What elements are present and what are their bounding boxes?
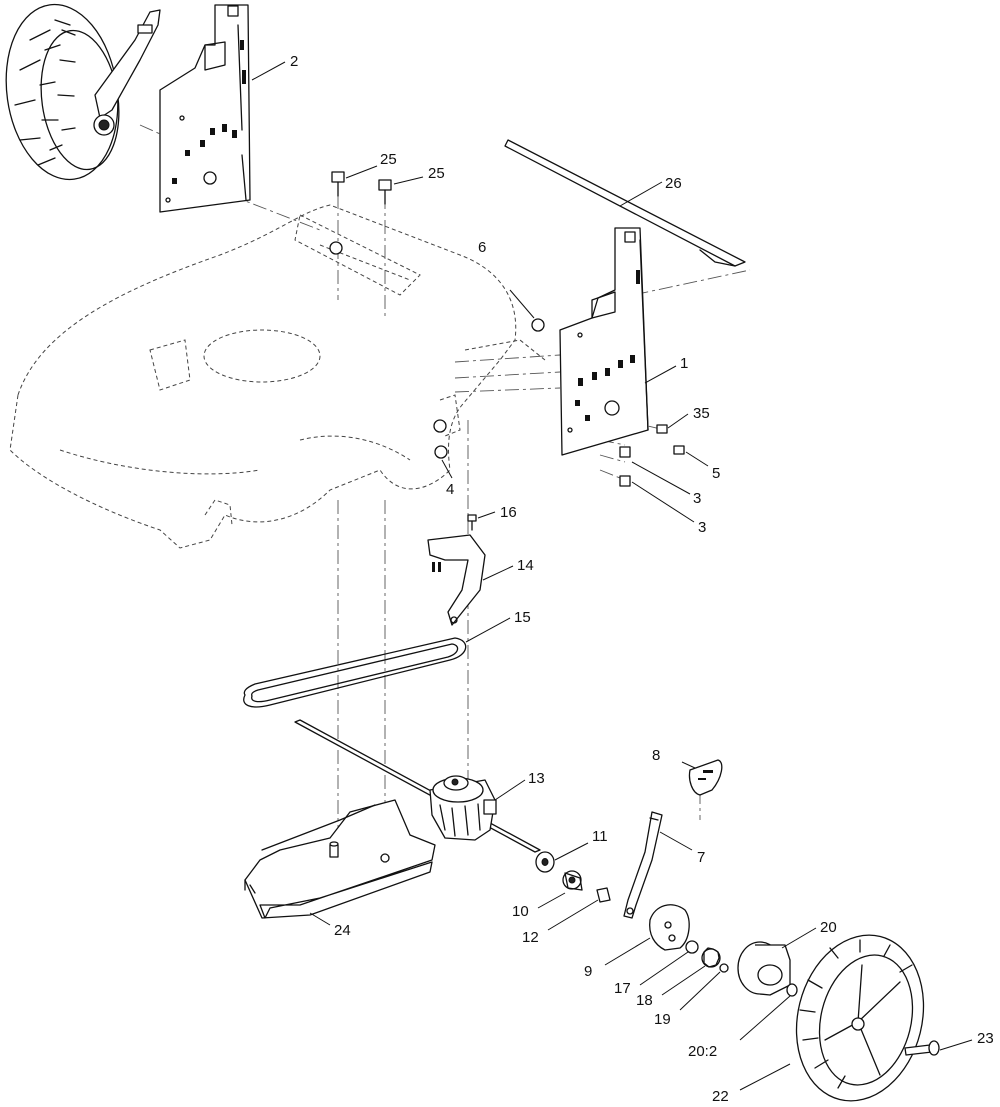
callout-4: 4	[446, 481, 454, 498]
callout-15: 15	[514, 609, 531, 626]
callout-14: 14	[517, 557, 534, 574]
part-15-drive-belt	[243, 637, 467, 708]
callout-8: 8	[652, 747, 660, 764]
callout-23: 23	[977, 1030, 994, 1047]
callout-3b: 3	[698, 519, 706, 536]
callout-35: 35	[693, 405, 710, 422]
part-24-belt-cover	[244, 799, 436, 919]
part-23-wheel-bolt	[904, 1040, 940, 1056]
callout-25b: 25	[428, 165, 445, 182]
part-20-wheel-hub	[737, 941, 791, 996]
callout-11: 11	[592, 828, 608, 845]
part-2-height-adjust-plate-left	[159, 4, 251, 213]
fasteners-deck	[433, 318, 685, 487]
callout-20-2: 20:2	[688, 1043, 717, 1060]
callout-24: 24	[334, 922, 351, 939]
callout-9: 9	[584, 963, 592, 980]
leader-lines	[251, 61, 973, 1091]
callout-2: 2	[290, 53, 298, 70]
callout-5: 5	[712, 465, 720, 482]
callout-labels: 2 25 25 26 6 1 35 5 3 3 4 16 14 15 8 13 …	[290, 53, 994, 1105]
callout-22: 22	[712, 1088, 729, 1105]
callout-13: 13	[528, 770, 545, 787]
callout-10: 10	[512, 903, 529, 920]
axle-bushings	[535, 851, 611, 903]
part-8-handle-grip	[688, 759, 723, 796]
callout-16: 16	[500, 504, 517, 521]
part-14-belt-guide-bracket	[427, 514, 486, 626]
callout-17: 17	[614, 980, 631, 997]
callout-19: 19	[654, 1011, 671, 1028]
part-25-bolts	[329, 171, 392, 255]
drive-axle	[294, 719, 541, 853]
part-7-height-lever	[623, 811, 663, 919]
callout-12: 12	[522, 929, 539, 946]
callout-3a: 3	[693, 490, 701, 507]
part-20-2-washer	[786, 983, 798, 997]
part-9-pawl-plate	[649, 904, 690, 951]
mower-deck-phantom	[9, 204, 546, 549]
wheel-gear-parts	[685, 940, 729, 973]
callout-1: 1	[680, 355, 688, 372]
part-13-transmission	[429, 775, 497, 841]
rear-wheel-assembly	[5, 3, 161, 181]
part-22-wheel	[795, 934, 925, 1102]
part-1-height-adjust-plate-right	[559, 227, 649, 456]
callout-26: 26	[665, 175, 682, 192]
callout-18: 18	[636, 992, 653, 1009]
callout-25a: 25	[380, 151, 397, 168]
callout-7: 7	[697, 849, 705, 866]
callout-6: 6	[478, 239, 486, 256]
callout-20: 20	[820, 919, 837, 936]
